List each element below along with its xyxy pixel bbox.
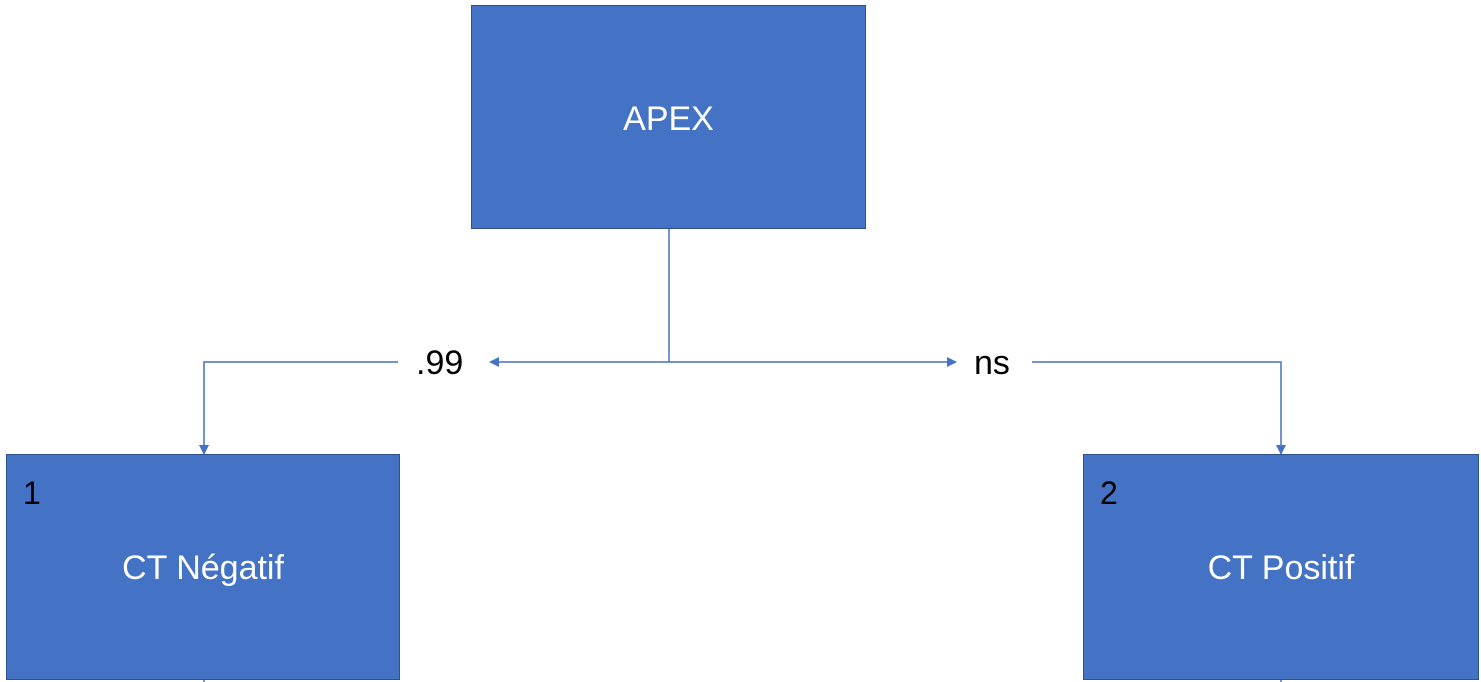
edge-label-left: .99 [410, 346, 470, 380]
root-node-label: APEX [623, 100, 714, 138]
left-elbow-connector [199, 361, 398, 455]
edge-label-right: ns [968, 346, 1016, 380]
child-node-number: 2 [1100, 475, 1118, 511]
child-node-number: 1 [23, 475, 41, 511]
child-node-ct-negatif: 1 CT Négatif [6, 454, 400, 680]
root-node-apex: APEX [471, 5, 866, 229]
child-node-label: CT Négatif [122, 549, 284, 587]
child-node-ct-positif: 2 CT Positif [1083, 454, 1479, 680]
right-elbow-connector [1032, 361, 1286, 455]
child-node-label: CT Positif [1207, 549, 1355, 587]
